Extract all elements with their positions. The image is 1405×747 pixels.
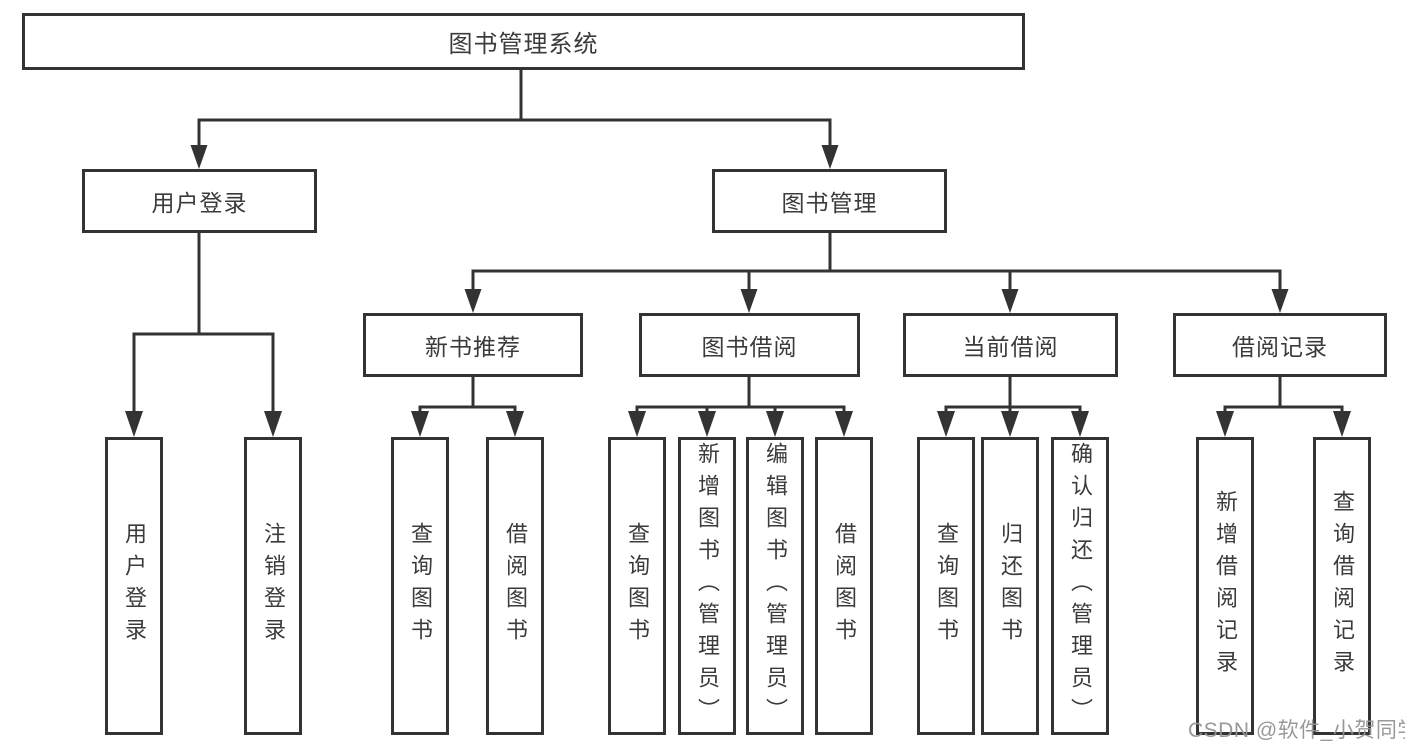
leaf-return-book-label: 归还图书: [998, 522, 1023, 650]
arrow-down-icon: [766, 411, 784, 437]
leaf-edit-book-admin-label: 编辑图书（管理员）: [763, 442, 788, 730]
csdn-watermark: CSDN @软件_小贺同学: [1188, 719, 1405, 742]
node-new-book-recommend: 新书推荐: [363, 313, 583, 377]
leaf-query-borrow-record: 查询借阅记录: [1313, 437, 1371, 735]
arrow-down-icon: [835, 411, 853, 437]
leaf-logout-login: 注销登录: [244, 437, 302, 735]
arrow-down-icon: [1271, 289, 1289, 313]
leaf-query-books-borrow-label: 查询图书: [625, 522, 650, 650]
leaf-borrow-books-recommend: 借阅图书: [486, 437, 544, 735]
leaf-query-books-current: 查询图书: [917, 437, 975, 735]
node-book-management: 图书管理: [712, 169, 947, 233]
node-borrow-records: 借阅记录: [1173, 313, 1387, 377]
arrow-down-icon: [1216, 411, 1234, 437]
leaf-user-login-label: 用户登录: [122, 522, 147, 650]
arrow-down-icon: [125, 411, 143, 437]
node-borrow-records-label: 借阅记录: [1232, 334, 1328, 360]
leaf-add-borrow-record: 新增借阅记录: [1196, 437, 1254, 735]
arrow-down-icon: [821, 145, 839, 169]
arrow-down-icon: [1333, 411, 1351, 437]
node-book-borrow-label: 图书借阅: [701, 334, 798, 360]
arrow-down-icon: [698, 411, 716, 437]
leaf-logout-login-label: 注销登录: [261, 522, 286, 650]
arrow-down-icon: [464, 289, 482, 313]
leaf-add-book-admin-label: 新增图书（管理员）: [695, 442, 720, 730]
leaf-add-book-admin: 新增图书（管理员）: [678, 437, 736, 735]
leaf-query-books-current-label: 查询图书: [934, 522, 959, 650]
arrow-down-icon: [411, 411, 429, 437]
arrow-down-icon: [740, 289, 758, 313]
leaf-borrow-books: 借阅图书: [815, 437, 873, 735]
node-user-login: 用户登录: [82, 169, 317, 233]
node-book-management-label: 图书管理: [781, 190, 878, 216]
leaf-return-book: 归还图书: [981, 437, 1039, 735]
leaf-confirm-return-admin: 确认归还（管理员）: [1051, 437, 1109, 735]
leaf-query-books-recommend-label: 查询图书: [408, 522, 433, 650]
arrow-down-icon: [190, 145, 208, 169]
leaf-query-books-borrow: 查询图书: [608, 437, 666, 735]
node-new-book-recommend-label: 新书推荐: [425, 334, 521, 360]
leaf-borrow-books-label: 借阅图书: [832, 522, 857, 650]
arrow-down-icon: [264, 411, 282, 437]
arrow-down-icon: [1001, 411, 1019, 437]
leaf-query-borrow-record-label: 查询借阅记录: [1330, 490, 1355, 682]
leaf-edit-book-admin: 编辑图书（管理员）: [746, 437, 804, 735]
leaf-borrow-books-recommend-label: 借阅图书: [503, 522, 528, 650]
arrow-down-icon: [1001, 289, 1019, 313]
node-current-borrow-label: 当前借阅: [962, 334, 1059, 360]
node-book-borrow: 图书借阅: [639, 313, 860, 377]
arrow-down-icon: [506, 411, 524, 437]
arrowheads: [125, 145, 1351, 437]
arrow-down-icon: [937, 411, 955, 437]
arrow-down-icon: [628, 411, 646, 437]
node-root-label: 图书管理系统: [448, 31, 599, 58]
node-current-borrow: 当前借阅: [903, 313, 1118, 377]
arrow-down-icon: [1071, 411, 1089, 437]
node-user-login-label: 用户登录: [151, 190, 248, 216]
node-root: 图书管理系统: [22, 13, 1025, 70]
leaf-query-books-recommend: 查询图书: [391, 437, 449, 735]
leaf-add-borrow-record-label: 新增借阅记录: [1213, 490, 1238, 682]
leaf-user-login: 用户登录: [105, 437, 163, 735]
leaf-confirm-return-admin-label: 确认归还（管理员）: [1068, 442, 1093, 730]
